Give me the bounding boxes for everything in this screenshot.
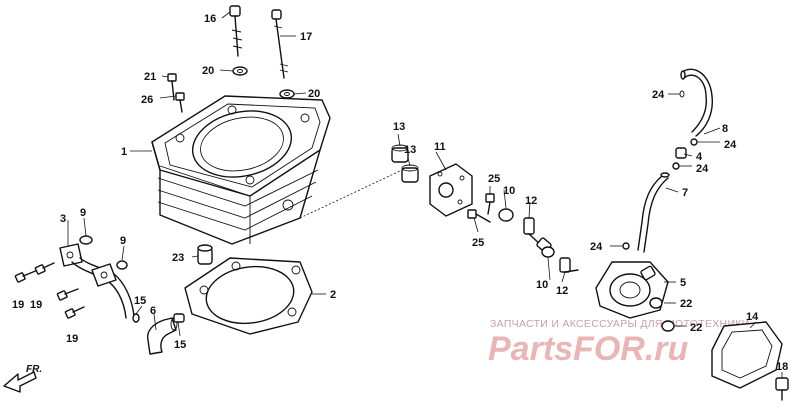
callout-8: 8 bbox=[722, 123, 728, 135]
callout-17: 17 bbox=[300, 31, 312, 43]
fitting-12-upper bbox=[523, 217, 552, 253]
callout-labels: 1 2 3 4 5 6 7 8 9 9 10 10 11 12 12 13 13… bbox=[12, 13, 788, 373]
bolt-26 bbox=[175, 92, 185, 113]
callout-5: 5 bbox=[680, 277, 686, 289]
cylinder-base-gasket bbox=[184, 257, 313, 335]
washer-left bbox=[232, 66, 248, 76]
plug-10-lower bbox=[541, 246, 555, 258]
callout-3: 3 bbox=[60, 213, 66, 225]
pump-bolt-22-lower bbox=[661, 320, 675, 332]
clip-24-a bbox=[679, 90, 685, 98]
callout-9-lower: 9 bbox=[120, 235, 126, 247]
washer-right bbox=[279, 89, 295, 99]
callout-18: 18 bbox=[776, 361, 788, 373]
tube-joint-4 bbox=[675, 147, 687, 159]
callout-25-upper: 25 bbox=[488, 173, 500, 185]
fitting-13-lower bbox=[401, 164, 419, 183]
callout-24-d: 24 bbox=[590, 241, 603, 253]
bolt-19-a bbox=[14, 269, 39, 283]
callout-16: 16 bbox=[204, 13, 216, 25]
clip-24-d bbox=[622, 242, 630, 250]
callout-25-lower: 25 bbox=[472, 237, 484, 249]
bolt-19-b bbox=[34, 262, 55, 275]
bolt-25-a bbox=[485, 193, 495, 215]
hose-clamp-b bbox=[173, 313, 185, 323]
callout-9-upper: 9 bbox=[80, 207, 86, 219]
stud-bolt-short bbox=[229, 5, 243, 57]
bolt-19-c bbox=[56, 288, 85, 319]
watermark: ЗАПЧАСТИ И АКСЕССУАРЫ ДЛЯ МОТОТЕХНИКИ Pa… bbox=[488, 318, 750, 368]
o-ring-lower bbox=[116, 260, 128, 270]
watermark-logo: PartsFOR.ru bbox=[488, 330, 688, 368]
callout-11: 11 bbox=[434, 141, 446, 153]
pump-cover-11 bbox=[429, 163, 473, 217]
callout-19-a: 19 bbox=[12, 299, 24, 311]
callout-24-b: 24 bbox=[724, 139, 737, 151]
callout-2: 2 bbox=[330, 289, 336, 301]
clip-24-b bbox=[690, 138, 698, 146]
callout-22-upper: 22 bbox=[680, 298, 692, 310]
callout-7: 7 bbox=[682, 187, 688, 199]
bolt-25-b bbox=[467, 209, 491, 223]
pump-bolt-22-upper bbox=[649, 297, 663, 309]
callout-19-b: 19 bbox=[30, 299, 42, 311]
cylinder bbox=[151, 95, 331, 245]
callout-26: 26 bbox=[141, 94, 153, 106]
callout-14: 14 bbox=[746, 311, 759, 323]
bolt-21 bbox=[167, 73, 177, 101]
callout-13-upper: 13 bbox=[393, 121, 405, 133]
callout-20-right: 20 bbox=[308, 88, 320, 100]
callout-10-lower: 10 bbox=[536, 279, 548, 291]
callout-10-upper: 10 bbox=[503, 185, 515, 197]
callout-23: 23 bbox=[172, 252, 184, 264]
callout-12-upper: 12 bbox=[525, 195, 537, 207]
water-hose bbox=[146, 317, 178, 355]
fitting-12-lower bbox=[559, 257, 579, 273]
watermark-caption: ЗАПЧАСТИ И АКСЕССУАРЫ ДЛЯ МОТОТЕХНИКИ bbox=[490, 318, 750, 330]
bypass-hose bbox=[637, 172, 670, 253]
bolt-18 bbox=[775, 377, 789, 401]
leader-lines bbox=[67, 11, 783, 378]
callout-22-lower: 22 bbox=[690, 322, 702, 334]
breather-tube bbox=[680, 68, 713, 137]
callout-13-lower: 13 bbox=[404, 144, 416, 156]
o-ring-upper bbox=[79, 235, 93, 245]
water-pump bbox=[595, 261, 669, 319]
callout-6: 6 bbox=[150, 305, 156, 317]
callout-21: 21 bbox=[144, 71, 156, 83]
callout-19-c: 19 bbox=[66, 333, 78, 345]
plug-10-upper bbox=[498, 208, 514, 222]
pump-outer-cover bbox=[711, 321, 783, 389]
direction-label: FR. bbox=[26, 364, 42, 375]
callout-12-lower: 12 bbox=[556, 285, 568, 297]
callout-1: 1 bbox=[121, 146, 127, 158]
water-pipe-assembly bbox=[59, 243, 135, 319]
callout-24-c: 24 bbox=[696, 163, 709, 175]
callout-20-left: 20 bbox=[202, 65, 214, 77]
callout-4: 4 bbox=[696, 151, 703, 163]
callout-15-upper: 15 bbox=[134, 295, 146, 307]
clip-24-c bbox=[672, 162, 680, 170]
dowel-pin bbox=[197, 244, 213, 265]
callout-24-a: 24 bbox=[652, 89, 665, 101]
callout-15-lower: 15 bbox=[174, 339, 186, 351]
hose-clamp-a bbox=[132, 313, 140, 323]
front-direction-arrow: FR. bbox=[3, 364, 42, 393]
stud-bolt-long bbox=[271, 9, 289, 79]
fitting-13-upper bbox=[391, 144, 409, 163]
